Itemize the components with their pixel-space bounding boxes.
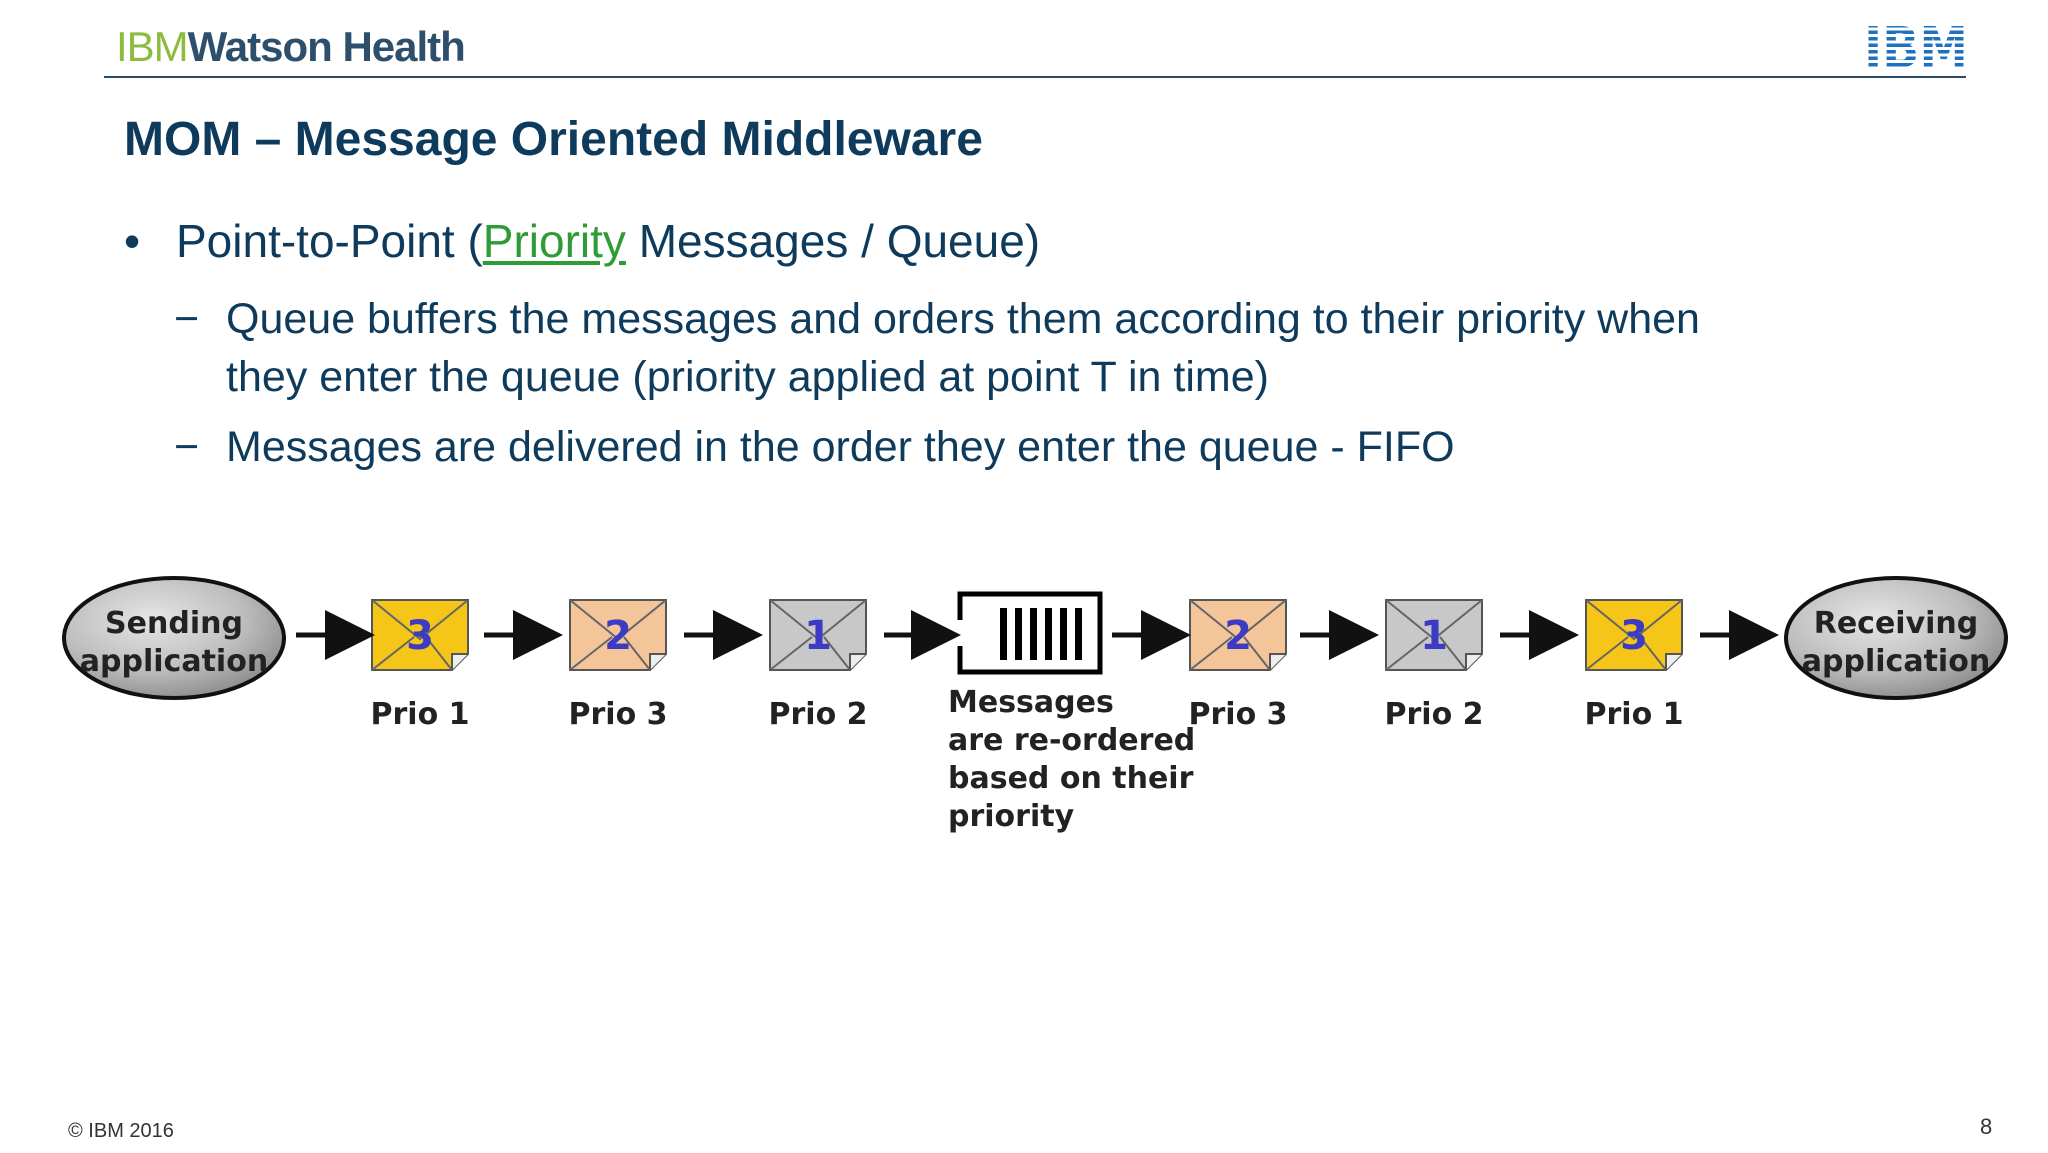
queue-caption-line: are re-ordered — [948, 723, 1195, 758]
sub-bullet-marker: − — [174, 295, 200, 343]
copyright-text: © IBM 2016 — [68, 1120, 174, 1142]
sub-bullet-line: they enter the queue (priority applied a… — [226, 353, 1269, 401]
logo-watson-health-text: Watson Health — [187, 23, 466, 70]
queue-caption-line: based on their — [948, 761, 1194, 796]
envelope-priority-label: Prio 2 — [769, 697, 868, 732]
envelope-number: 3 — [1620, 613, 1648, 659]
header-divider — [104, 76, 1966, 78]
slide-title: MOM – Message Oriented Middleware — [124, 113, 983, 166]
envelope-number: 2 — [604, 613, 632, 659]
envelope-priority-label: Prio 3 — [569, 697, 668, 732]
page-number: 8 — [1980, 1114, 1993, 1139]
envelope-number: 3 — [406, 613, 434, 659]
envelope-priority-label: Prio 2 — [1385, 697, 1484, 732]
bullet-suffix: Messages / Queue) — [625, 215, 1041, 267]
sub-bullet-line: Messages are delivered in the order they… — [226, 423, 1455, 471]
logo-ibm-text: IBM — [116, 23, 189, 70]
main-bullet: • Point-to-Point (Priority Messages / Que… — [124, 214, 1040, 268]
queue-caption-line: Messages — [948, 685, 1114, 720]
envelope-number: 1 — [1420, 613, 1448, 659]
receiver-label-line2: application — [1802, 644, 1990, 679]
watson-health-logo: IBMWatson Health — [116, 22, 466, 72]
queue-caption-line: priority — [948, 799, 1075, 834]
receiving-application-node: Receiving application — [1784, 576, 2008, 700]
envelope-number: 2 — [1224, 613, 1252, 659]
sender-label-line1: Sending — [105, 606, 243, 641]
sub-bullet-2: − Messages are delivered in the order th… — [174, 418, 1455, 476]
sub-bullet-line: Queue buffers the messages and orders th… — [226, 295, 1700, 343]
priority-queue-diagram: Sending application Receiving applicatio… — [62, 576, 2008, 834]
envelope-priority-label: Prio 1 — [371, 697, 470, 732]
envelope-priority-label: Prio 3 — [1189, 697, 1288, 732]
receiver-label-line1: Receiving — [1814, 606, 1979, 641]
priority-link[interactable]: Priority — [482, 215, 626, 267]
bullet-marker: • — [124, 215, 141, 267]
ibm-logo-icon: IBM — [1864, 24, 1968, 70]
sending-application-node: Sending application — [62, 576, 286, 700]
queue-box — [955, 591, 1103, 675]
sender-label-line2: application — [80, 644, 268, 679]
envelope-priority-label: Prio 1 — [1585, 697, 1684, 732]
sub-bullet-1: − Queue buffers the messages and orders … — [174, 290, 1700, 406]
envelope-number: 1 — [804, 613, 832, 659]
sub-bullet-marker: − — [174, 423, 200, 471]
bullet-prefix: Point-to-Point ( — [176, 215, 483, 267]
svg-text:IBM: IBM — [1864, 24, 1968, 70]
